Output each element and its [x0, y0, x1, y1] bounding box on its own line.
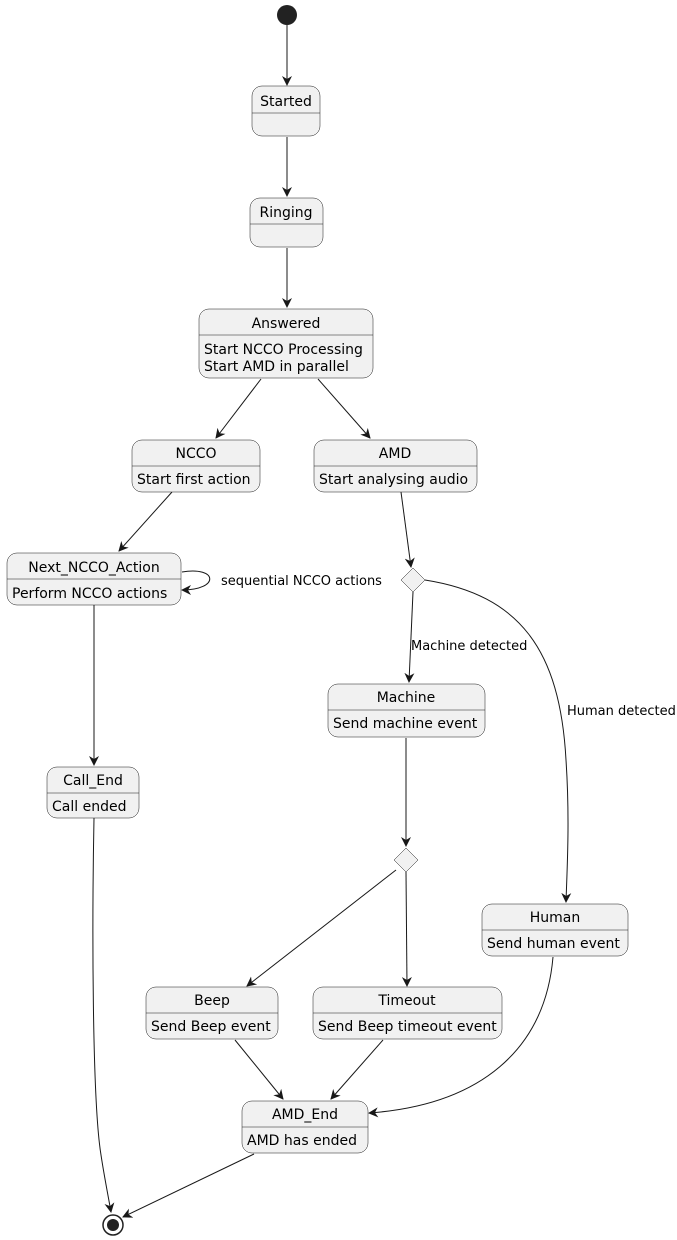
state-description: Send Beep timeout event — [318, 1019, 497, 1035]
state-title: Machine — [377, 690, 436, 706]
state-timeout: Timeout Send Beep timeout event — [312, 986, 503, 1040]
edge-amd-choice — [400, 491, 415, 568]
state-ncco: NCCO Start first action — [131, 439, 261, 493]
state-title: AMD_End — [272, 1107, 338, 1123]
state-description: Send Beep event — [151, 1019, 271, 1035]
edge-ncco-next — [118, 491, 173, 552]
edge-answered-ncco — [215, 378, 262, 439]
state-title: Answered — [252, 316, 321, 332]
edge-choice2-timeout — [401, 871, 412, 987]
state-description: Send machine event — [333, 716, 478, 732]
state-description: Perform NCCO actions — [12, 586, 167, 602]
state-title: Beep — [194, 993, 230, 1009]
state-human: Human Send human event — [481, 903, 629, 957]
edge-choice-machine — [404, 591, 415, 683]
state-beep: Beep Send Beep event — [145, 986, 279, 1040]
edge-next-self-loop — [181, 570, 211, 595]
edges — [89, 25, 572, 1218]
state-description: Start first action — [137, 472, 251, 488]
edge-answered-amd — [317, 378, 371, 439]
state-title: Human — [530, 910, 581, 926]
edge-callend-final — [92, 817, 115, 1213]
edge-timeout-amdend — [330, 1039, 384, 1100]
final-state — [102, 1214, 124, 1236]
state-description: Call ended — [52, 799, 126, 815]
initial-state — [277, 5, 297, 25]
edge-choice2-beep — [246, 869, 397, 987]
state-title: Started — [260, 94, 312, 110]
state-description: AMD has ended — [247, 1133, 357, 1149]
state-started: Started — [251, 85, 321, 137]
edge-label-machine-detected: Machine detected — [411, 639, 527, 654]
state-title: Ringing — [259, 205, 312, 221]
state-machine: Machine Send machine event — [327, 683, 486, 738]
state-title: NCCO — [175, 446, 216, 462]
state-next-ncco-action: Next_NCCO_Action Perform NCCO actions — [6, 552, 182, 606]
state-title: Timeout — [377, 993, 436, 1009]
choice-node-machine — [393, 847, 419, 873]
state-description: Start AMD in parallel — [204, 359, 349, 375]
edge-choice-human — [424, 579, 572, 903]
edge-label-self-loop: sequential NCCO actions — [221, 574, 382, 589]
state-title: AMD — [379, 446, 411, 462]
state-amd-end: AMD_End AMD has ended — [241, 1100, 369, 1154]
choice-node-amd — [400, 567, 426, 593]
edge-amdend-final — [122, 1153, 255, 1218]
state-title: Next_NCCO_Action — [28, 560, 160, 576]
state-description: Send human event — [487, 936, 620, 952]
state-ringing: Ringing — [249, 197, 324, 248]
state-amd: AMD Start analysing audio — [313, 439, 478, 493]
edge-label-human-detected: Human detected — [567, 704, 676, 719]
edge-human-amdend — [368, 956, 554, 1118]
state-answered: Answered Start NCCO Processing Start AMD… — [198, 308, 374, 379]
edge-beep-amdend — [234, 1039, 284, 1100]
state-call-end: Call_End Call ended — [46, 766, 140, 819]
state-description: Start analysing audio — [319, 472, 468, 488]
state-title: Call_End — [63, 773, 123, 789]
state-description: Start NCCO Processing — [204, 342, 363, 358]
